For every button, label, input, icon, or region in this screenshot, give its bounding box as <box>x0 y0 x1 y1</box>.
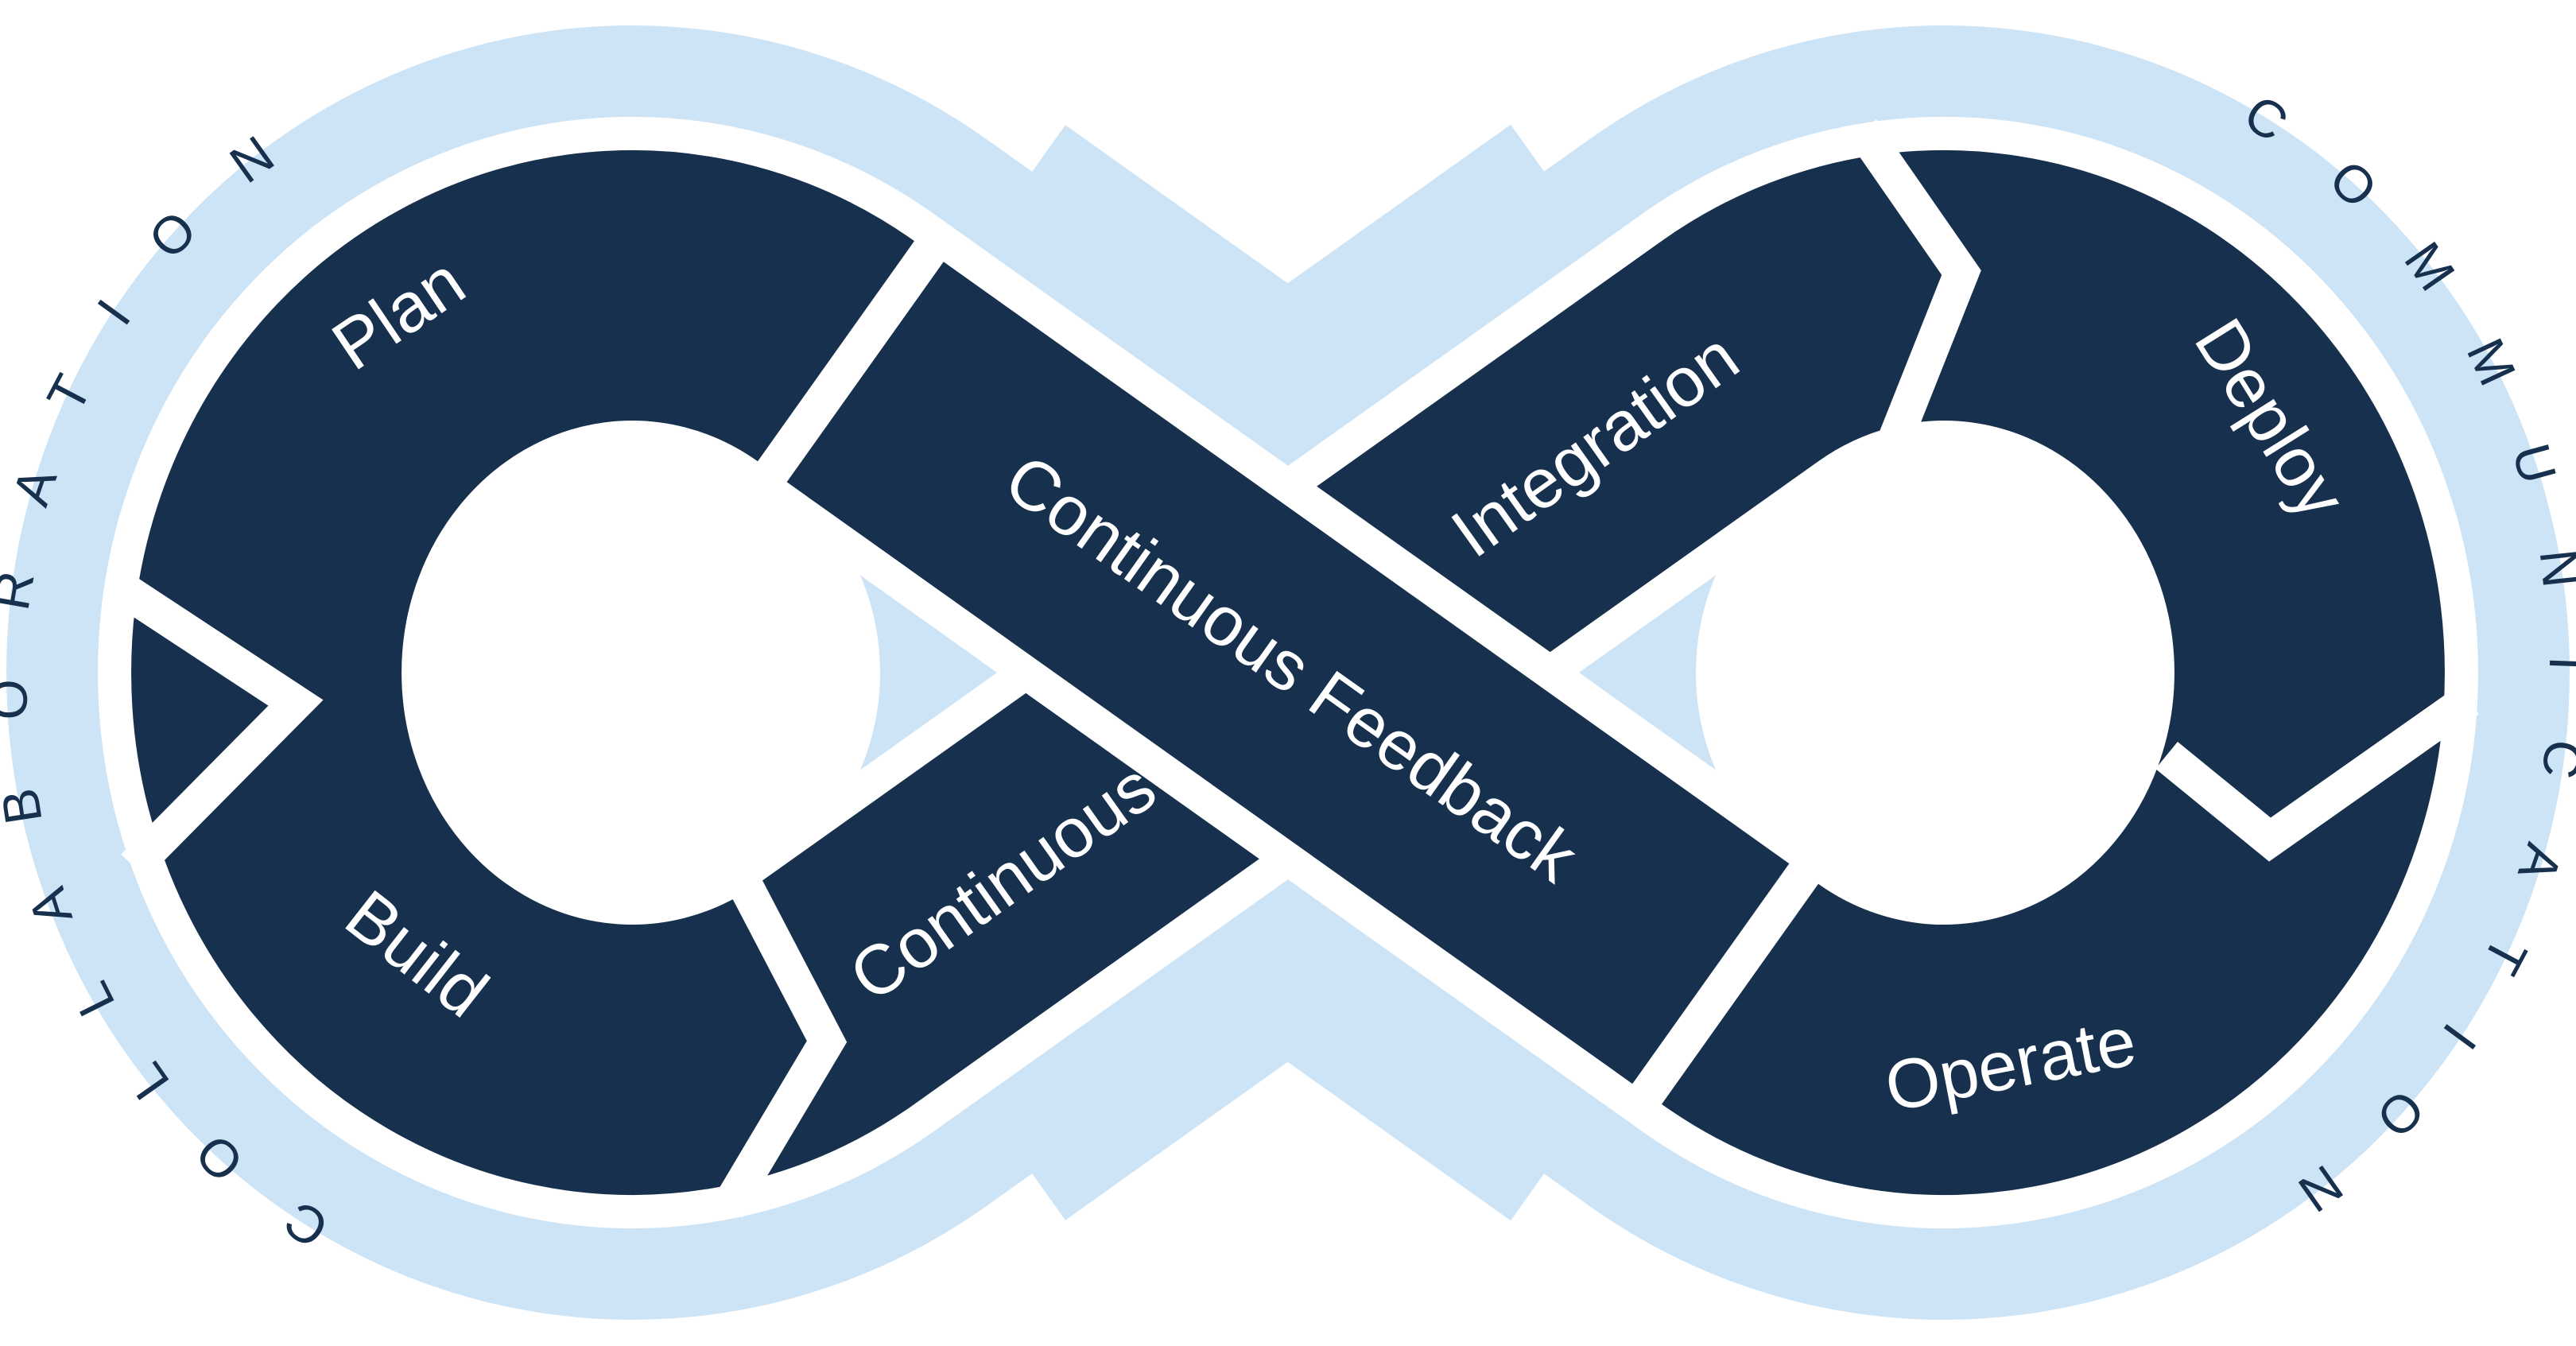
separator-deploy-operate <box>2155 685 2479 862</box>
separator-plan-build <box>109 572 324 879</box>
separator-build-continuous <box>712 875 848 1218</box>
right-loop-hole <box>1696 425 2192 921</box>
continuous-feedback-band <box>786 262 1790 1084</box>
separator-integration-deploy <box>1847 119 1981 446</box>
left-loop-hole <box>384 425 880 921</box>
